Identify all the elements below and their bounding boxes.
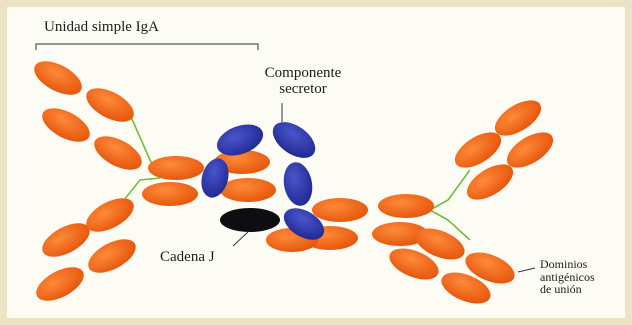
label-unidad-simple: Unidad simple IgA	[44, 20, 159, 36]
left-lower-arm	[31, 191, 141, 307]
label-cadena-j: Cadena J	[160, 250, 215, 266]
unit-bracket	[36, 44, 258, 50]
label-dominios: Dominios antigénicos de unión	[540, 258, 624, 296]
label-dominios-line3: de unión	[540, 283, 624, 296]
label-componente-line1: Componente	[248, 66, 358, 82]
label-componente-secretor: Componente secretor	[248, 66, 358, 98]
label-componente-line2: secretor	[248, 82, 358, 98]
label-dominios-line1: Dominios	[540, 258, 624, 271]
right-upper-arm	[449, 93, 559, 207]
j-chain	[220, 208, 280, 232]
left-upper-arm	[29, 54, 147, 176]
